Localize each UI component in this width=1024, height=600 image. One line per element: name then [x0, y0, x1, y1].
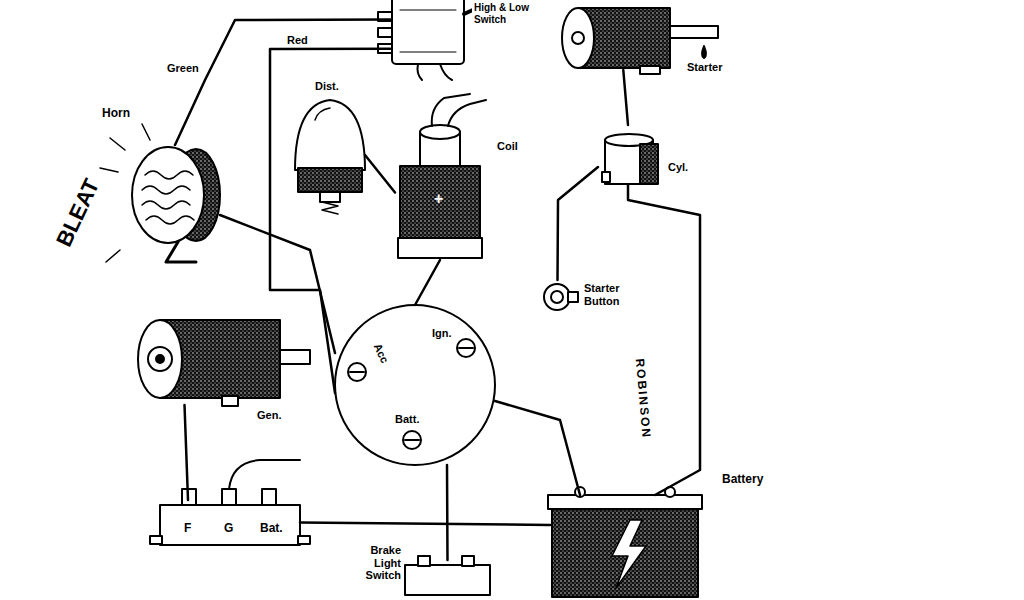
wire [623, 70, 628, 125]
ignition-switch [335, 305, 495, 465]
distributor: Dist. [285, 100, 365, 210]
component-label: Battery [720, 473, 765, 487]
wire-color: Green [165, 62, 201, 75]
component-label: Bat. [258, 522, 285, 536]
sound-word: BLEAT [50, 173, 105, 252]
wire [185, 405, 189, 500]
wire [446, 465, 449, 560]
component-label: Acc [370, 340, 392, 367]
horn: Horn [130, 145, 220, 245]
component-label: Starter Button [582, 282, 638, 307]
polarity-mark: + [432, 190, 445, 208]
starter-button [544, 284, 570, 310]
brake-light-switch: Brake Light Switch [405, 560, 490, 595]
component-label: Gen. [255, 409, 283, 422]
switch-body [392, 0, 464, 64]
component-label: Brake Light Switch [343, 544, 403, 582]
wire [365, 155, 395, 193]
component-label: Coil [495, 140, 520, 153]
component-label: Starter [685, 61, 724, 74]
wire [270, 49, 390, 393]
component-label: Ign. [430, 327, 454, 340]
distributor-cap [295, 100, 365, 170]
component-label: Cyl. [666, 161, 690, 174]
starter-button: Starter Button [540, 280, 575, 315]
starter-solenoid: Cyl. [598, 125, 658, 185]
artist-signature: ROBINSON [632, 356, 653, 442]
wire [558, 167, 599, 280]
component-label: High & Low Switch [472, 2, 548, 25]
component-label: F [182, 522, 193, 536]
battery-body [552, 505, 698, 597]
high-low-switch: High & Low Switch [390, 0, 465, 65]
generator: Gen. [135, 315, 300, 405]
component-label: Dist. [313, 80, 341, 93]
battery: Battery [550, 495, 700, 595]
wire [628, 185, 700, 495]
brake-switch-body [405, 565, 490, 595]
wire [415, 260, 440, 305]
component-label: G [222, 522, 235, 536]
ignition-switch: Acc Ign. Batt. [335, 305, 495, 465]
wire [175, 20, 390, 146]
wire [220, 215, 335, 353]
regulator: F G Bat. [160, 500, 300, 545]
wire-color: Red [285, 34, 310, 47]
component-label: Horn [100, 107, 132, 121]
component-label: Batt. [393, 413, 421, 426]
regulator-box [160, 505, 300, 545]
wire [495, 401, 580, 495]
wire [300, 523, 550, 526]
starter-motor: Starter [560, 5, 675, 70]
